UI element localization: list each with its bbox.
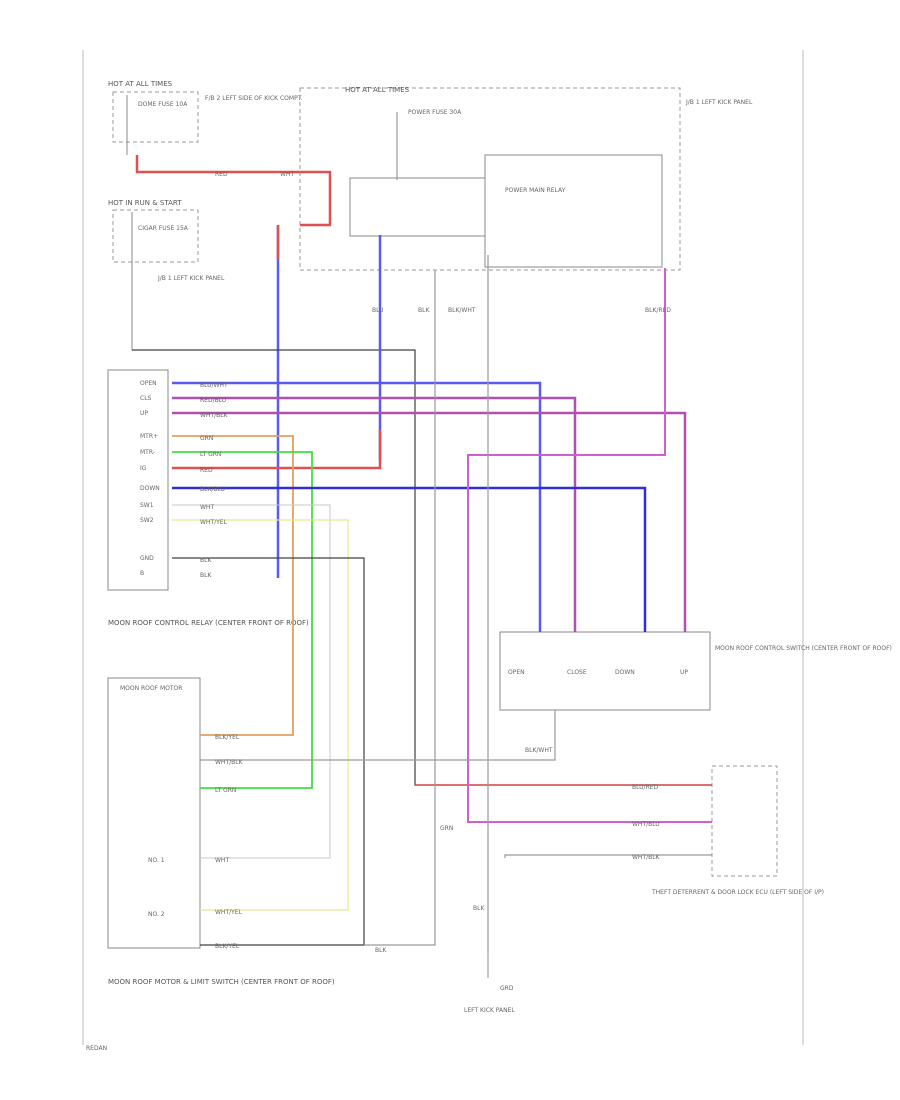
jb1-lower-label: J/B 1 LEFT KICK PANEL (157, 275, 225, 282)
wire-label: BLU/RED (632, 784, 659, 791)
fuse-box-dome (112, 91, 199, 143)
hot-all-times-2-label: HOT AT ALL TIMES (345, 86, 410, 94)
dome-fuse-location: F/B 2 LEFT SIDE OF KICK COMPT. (205, 95, 303, 102)
relay-pin-label: GND (140, 555, 154, 562)
switch-pin-label: OPEN (508, 669, 525, 676)
relay-pin-label: OPEN (140, 380, 157, 387)
wire-labels-group: RED WHT BLU BLK BLK/WHT BLK/RED GRN LT GRN RED BL… (200, 171, 671, 954)
wire-label: WHT (215, 857, 229, 864)
wire-label: WHT (280, 171, 294, 178)
wire-switch-gnd (200, 710, 556, 761)
power-relay-box (484, 154, 663, 268)
ground-label: GRD (500, 985, 514, 992)
wire-mtr-plus-orange (172, 435, 294, 736)
relay-pin-label: SW1 (140, 502, 154, 509)
wire-label: BLK (200, 557, 212, 564)
cigar-fuse-label: CIGAR FUSE 15A (138, 225, 189, 232)
limit-switch-2-label: NO. 2 (148, 911, 165, 918)
theft-ecu-title: THEFT DETERRENT & DOOR LOCK ECU (LEFT SI… (651, 889, 824, 896)
wire-label: WHT/BLU (632, 821, 660, 828)
wire-label: RED (215, 171, 228, 178)
relay-pin-label: CLS (140, 395, 152, 402)
wires-group (132, 155, 712, 950)
wire-blk-relay (364, 270, 436, 946)
wire-label: GRN (200, 435, 213, 442)
wire-label: LT GRN (215, 787, 236, 794)
motor-title: MOON ROOF MOTOR (120, 685, 182, 692)
ground-location-label: LEFT KICK PANEL (464, 1007, 515, 1014)
control-switch-title: MOON ROOF CONTROL SWITCH (CENTER FRONT O… (715, 645, 892, 652)
relay-pin-label: MTR+ (140, 433, 158, 440)
wire-gnd-black (172, 557, 365, 946)
wire-label: BLK/WHT (525, 747, 553, 754)
wire-label: BLK/WHT (448, 307, 476, 314)
jb1-box (299, 87, 681, 271)
wire-label: BLK (200, 572, 212, 579)
relay-pin-label: DOWN (140, 485, 160, 492)
wire-label: WHT/YEL (200, 519, 228, 526)
wire-wht-blk-ecu (504, 854, 712, 858)
wire-label: BLK (418, 307, 430, 314)
motor-switch-title: MOON ROOF MOTOR & LIMIT SWITCH (CENTER F… (108, 978, 335, 986)
fuse-box-cigar (112, 209, 199, 263)
wire-red-top (135, 155, 332, 227)
wire-sw1-light (172, 504, 331, 859)
wire-mtr-minus-green (172, 451, 313, 789)
switch-pin-label: UP (680, 669, 688, 676)
hot-run-start-label: HOT IN RUN & START (108, 199, 182, 207)
limit-switch-1-label: NO. 1 (148, 857, 165, 864)
switch-pins-group: OPEN CLOSE DOWN UP (508, 669, 688, 676)
motor-box (107, 677, 201, 949)
theft-ecu-box (711, 765, 778, 877)
power-fuse-label: POWER FUSE 30A (408, 109, 462, 116)
relay-pin-label: MTR- (140, 449, 155, 456)
wire-open-blue (172, 381, 542, 632)
wire-label: BLK/BLU (200, 486, 225, 493)
wire-label: BLK/YEL (215, 943, 240, 950)
control-relay-title: MOON ROOF CONTROL RELAY (CENTER FRONT OF… (108, 619, 309, 627)
wire-label: WHT/BLK (215, 759, 244, 766)
control-relay-box (107, 369, 169, 591)
wire-label: BLK/YEL (215, 734, 240, 741)
wire-label: BLK/RED (645, 307, 671, 314)
power-relay-coil-box (349, 177, 486, 237)
wire-close-purple (172, 396, 577, 632)
wire-up-purple (172, 411, 687, 632)
wire-label: WHT/BLK (200, 412, 229, 419)
wire-label: BLU/WHT (200, 382, 228, 389)
jb1-upper-label: J/B 1 LEFT KICK PANEL (685, 99, 753, 106)
wire-label: RED/BLU (200, 397, 226, 404)
power-relay-label: POWER MAIN RELAY (505, 187, 566, 194)
switch-pin-label: DOWN (615, 669, 635, 676)
wire-label: WHT (200, 504, 214, 511)
footer-label: REDAN (86, 1045, 107, 1052)
wire-label: WHT/BLK (632, 854, 661, 861)
wire-red-ig (172, 430, 382, 470)
wire-sw2-yellow (172, 519, 349, 911)
wire-label: WHT/YEL (215, 909, 243, 916)
switch-pin-label: CLOSE (567, 669, 587, 676)
relay-pin-label: B (140, 570, 144, 577)
relay-pin-label: SW2 (140, 517, 154, 524)
dome-fuse-label: DOME FUSE 10A (138, 101, 188, 108)
wire-down-navy (172, 486, 647, 632)
control-switch-box (499, 631, 711, 711)
relay-pin-label: UP (140, 410, 148, 417)
wire-label: BLK (473, 905, 485, 912)
hot-all-times-label: HOT AT ALL TIMES (108, 80, 173, 88)
wire-label: LT GRN (200, 451, 221, 458)
wire-magenta-ecu (467, 268, 712, 823)
wire-label: BLK (375, 947, 387, 954)
wire-label: BLU (372, 307, 384, 314)
wire-label: GRN (440, 825, 453, 832)
relay-pin-label: IG (140, 465, 147, 472)
wire-label: RED (200, 467, 213, 474)
